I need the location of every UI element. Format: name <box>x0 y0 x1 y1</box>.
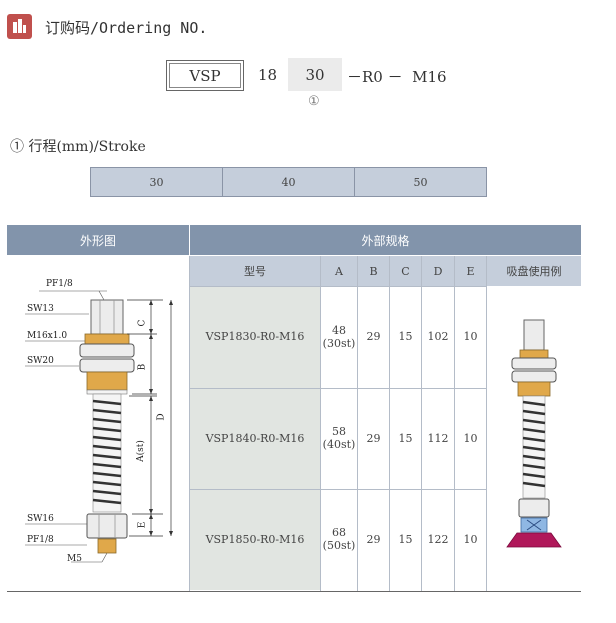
dim-c: C <box>137 319 148 327</box>
outline-header: 外形图 <box>7 225 189 255</box>
stroke-option: 40 <box>223 168 355 196</box>
label-sw16: SW16 <box>27 514 54 524</box>
col-c: C <box>390 256 421 286</box>
model-column-bg <box>190 287 320 590</box>
col-model: 型号 <box>190 256 320 286</box>
row3-a-value: 68 <box>332 526 346 540</box>
grid-line <box>190 286 487 287</box>
row2-b: 29 <box>366 431 381 445</box>
row1-a: 48(30st) <box>321 287 357 388</box>
col-a: A <box>321 256 357 286</box>
row1-d: 102 <box>427 330 449 344</box>
grid-line <box>320 256 321 591</box>
col-d: D <box>422 256 454 286</box>
row3-model: VSP1850-R0-M16 <box>205 532 305 546</box>
ordering-icon <box>7 14 32 39</box>
dim-a: A(st) <box>135 440 146 462</box>
stroke-code-box: 30 <box>288 58 342 91</box>
label-sw13: SW13 <box>27 304 54 314</box>
dim-e: E <box>137 521 148 529</box>
suction-cup-example <box>506 319 562 548</box>
grid-line <box>389 256 390 591</box>
label-sw20: SW20 <box>27 356 54 366</box>
row1-c: 15 <box>398 330 413 344</box>
grid-line <box>486 256 487 591</box>
row3-a: 68(50st) <box>321 490 357 590</box>
row2-d: 112 <box>427 431 449 445</box>
grid-line <box>454 256 455 591</box>
row2-model: VSP1840-R0-M16 <box>205 431 305 445</box>
row2-a: 58(40st) <box>321 389 357 489</box>
row3-c: 15 <box>398 532 413 546</box>
row1-model: VSP1830-R0-M16 <box>205 330 305 344</box>
row3-e: 10 <box>463 532 478 546</box>
stroke-option: 50 <box>355 168 486 196</box>
col-b: B <box>358 256 389 286</box>
label-m5: M5 <box>67 554 82 564</box>
grid-line <box>357 256 358 591</box>
row1-a-note: (30st) <box>322 336 356 350</box>
grid-line <box>190 388 487 389</box>
row1-b: 29 <box>366 330 381 344</box>
stroke-title: ① 行程(mm)/Stroke <box>10 139 146 155</box>
spec-header: 外部规格 <box>190 225 581 255</box>
stroke-option: 30 <box>91 168 223 196</box>
grid-line <box>189 256 190 591</box>
row3-b: 29 <box>366 532 381 546</box>
row3-a-note: (50st) <box>322 539 356 552</box>
code-part1: 18 <box>258 66 278 84</box>
label-m16: M16x1.0 <box>27 331 68 341</box>
label-pf-top: PF1/8 <box>46 279 73 289</box>
row1-a-value: 48 <box>332 323 346 337</box>
code-suffix: －R0 － M16 <box>347 68 447 86</box>
dim-d: D <box>156 413 167 421</box>
label-pf-bottom: PF1/8 <box>27 535 54 545</box>
col-e: E <box>455 256 486 286</box>
col-example: 吸盘使用例 <box>487 256 581 286</box>
row2-a-value: 58 <box>332 425 346 439</box>
row1-e: 10 <box>463 330 478 344</box>
stroke-table: 30 40 50 <box>90 167 487 197</box>
outline-drawing <box>25 290 173 563</box>
table-bottom-line <box>7 591 581 592</box>
model-code: VSP <box>189 66 221 85</box>
grid-line <box>421 256 422 591</box>
stroke-code: 30 <box>305 65 325 84</box>
row2-a-note: (40st) <box>322 438 356 451</box>
model-code-box: VSP <box>166 60 244 91</box>
row3-d: 122 <box>427 532 449 546</box>
row2-e: 10 <box>463 431 478 445</box>
grid-line <box>190 489 487 490</box>
row2-c: 15 <box>398 431 413 445</box>
section-title: 订购码/Ordering NO. <box>45 19 208 37</box>
note-marker: ① <box>308 94 320 109</box>
dim-b: B <box>137 363 148 371</box>
